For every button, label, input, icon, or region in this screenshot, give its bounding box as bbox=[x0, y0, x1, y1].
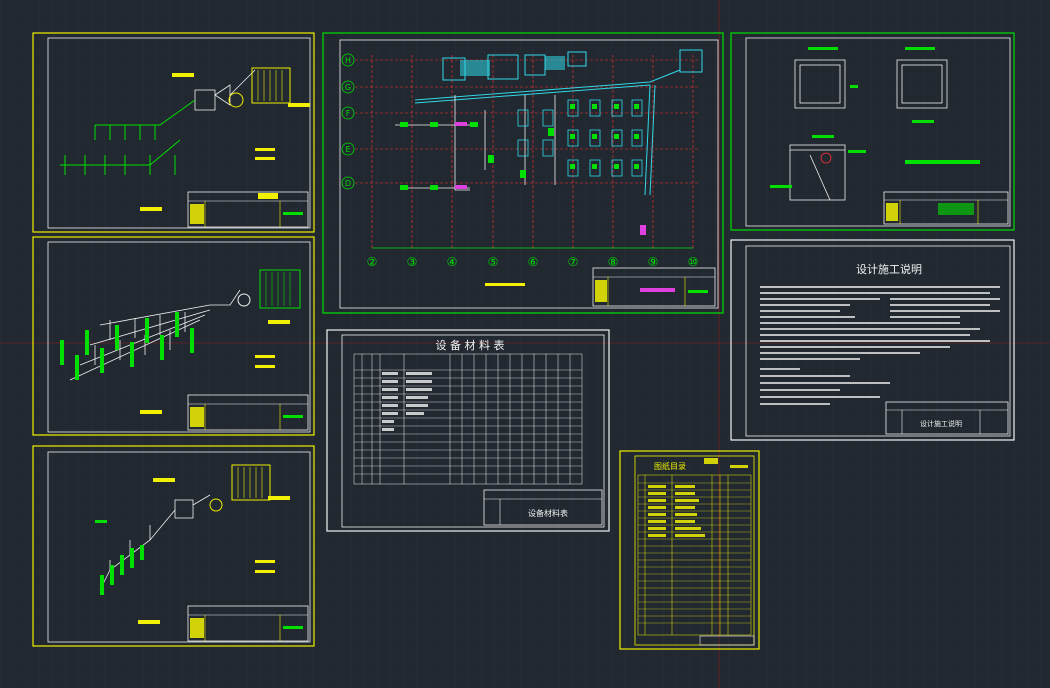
equipment-table-title: 设 备 材 料 表 bbox=[436, 338, 505, 352]
sheet-isometric-2[interactable] bbox=[32, 236, 315, 436]
support-bracket bbox=[789, 144, 846, 201]
main-duct bbox=[414, 69, 681, 196]
equipment-table-caption: 设备材料表 bbox=[528, 508, 568, 518]
pump-icon bbox=[237, 293, 251, 307]
pump-icon bbox=[209, 498, 223, 512]
section-detail-2 bbox=[896, 59, 948, 109]
pipe-network bbox=[60, 99, 196, 175]
equipment-table-grid bbox=[353, 353, 583, 485]
fan-coil-units bbox=[517, 99, 643, 177]
row-axis-F: F bbox=[346, 109, 351, 118]
col-axis-7: ⑦ bbox=[568, 255, 579, 269]
duct-unit bbox=[194, 69, 256, 111]
design-notes-title: 设计施工说明 bbox=[856, 262, 922, 276]
design-notes-caption: 设计施工说明 bbox=[920, 419, 962, 428]
title-block bbox=[187, 394, 309, 431]
row-axis-D: D bbox=[345, 179, 351, 188]
title-block: 设备材料表 bbox=[483, 489, 603, 526]
col-axis-10: ⑩ bbox=[688, 255, 699, 269]
drawing-index-grid bbox=[637, 474, 752, 636]
col-axis-5: ⑤ bbox=[488, 255, 499, 269]
pipe-network bbox=[69, 289, 241, 381]
pump-icon bbox=[228, 92, 244, 108]
row-axis-H: H bbox=[345, 56, 351, 65]
row-axis-G: G bbox=[345, 83, 351, 92]
design-notes-body bbox=[760, 286, 1000, 405]
col-axis-3: ③ bbox=[407, 255, 418, 269]
sheet-isometric-1[interactable] bbox=[32, 32, 315, 233]
coil-unit bbox=[259, 269, 301, 309]
sheet-design-notes[interactable]: 设计施工说明 设计施工说明 bbox=[730, 239, 1015, 441]
grid-lines bbox=[355, 55, 700, 250]
sheet-detail-sections[interactable] bbox=[730, 32, 1015, 231]
title-block: 设计施工说明 bbox=[885, 401, 1009, 435]
title-block bbox=[699, 635, 755, 646]
col-axis-2: ② bbox=[367, 255, 378, 269]
col-axis-9: ⑨ bbox=[648, 255, 659, 269]
drawing-index-title: 图纸目录 bbox=[654, 461, 686, 471]
sheet-isometric-3[interactable] bbox=[32, 445, 315, 647]
section-detail-1 bbox=[794, 59, 846, 109]
sheet-drawing-index[interactable]: 图纸目录 bbox=[619, 450, 760, 650]
col-axis-6: ⑥ bbox=[528, 255, 539, 269]
title-block bbox=[187, 191, 309, 228]
col-axis-4: ④ bbox=[447, 255, 458, 269]
title-block bbox=[187, 605, 309, 642]
title-block bbox=[592, 267, 716, 307]
col-axis-8: ⑧ bbox=[608, 255, 619, 269]
sheet-floor-plan[interactable]: H G F E D ② ③ ④ ⑤ ⑥ ⑦ ⑧ ⑨ ⑩ bbox=[322, 32, 724, 314]
row-axis-E: E bbox=[345, 145, 350, 154]
coil-unit bbox=[251, 67, 291, 104]
coil-unit bbox=[231, 464, 271, 501]
row-axis-labels bbox=[341, 53, 355, 190]
sheet-equipment-table[interactable]: 设 备 材 料 表 bbox=[326, 329, 610, 532]
title-block bbox=[883, 191, 1009, 225]
